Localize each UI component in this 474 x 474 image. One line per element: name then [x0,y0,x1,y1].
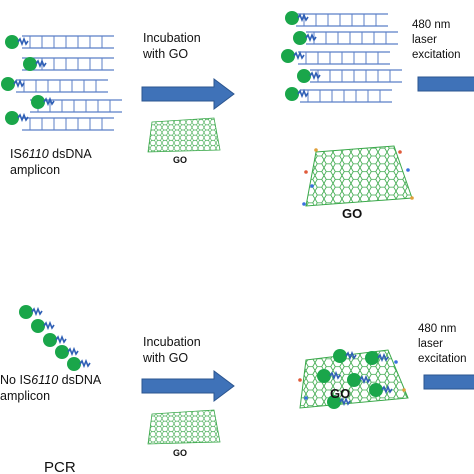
top-panel: IS6110 dsDNA amplicon Incubation with GO… [0,10,474,221]
no-amplicon-label-line2: amplicon [0,389,50,403]
laser-label-line2: laser [412,34,437,46]
graphene-oxide-sheet-icon [147,409,221,445]
pcr-label: PCR [44,459,76,474]
dsdna-ladder [297,51,391,65]
dsdna-ladder [305,31,399,45]
incubation-label-line1: Incubation [143,335,201,349]
amplicon-label-line2: amplicon [10,163,60,177]
right-arrow-icon [141,370,235,402]
dsdna-ladders-top [15,35,123,131]
dsdna-ladders-top-right [295,13,403,103]
fluorophore-probe-icon [292,30,317,46]
fluorophore-probe-icon [4,34,29,50]
no-amplicon-label-line1: No IS6110 dsDNA [0,373,102,387]
go-large-label: GO [342,206,362,221]
laser-label-line3: excitation [412,49,461,61]
dsdna-ladder [309,69,403,83]
dsdna-ladder [299,89,393,103]
fluorophore-probe-icon [284,86,309,102]
go-small-label: GO [173,155,187,165]
incubation-label-line2: with GO [142,47,188,61]
right-arrow-icon [417,68,474,100]
go-large-label: GO [330,386,350,401]
fluorophore-probe-icon [296,68,321,84]
right-arrow-icon [141,78,235,110]
probes-bottom-left [18,304,91,372]
bottom-panel: No IS6110 dsDNA amplicon Incubation with… [0,304,474,474]
laser-label-line1: 480 nm [412,19,450,31]
dsdna-ladder [21,117,115,131]
laser-label-line2: laser [418,338,443,350]
incubation-label-line2: with GO [142,351,188,365]
fluorophore-probe-icon [0,76,25,92]
fluorophore-probe-icon [66,356,91,372]
dsdna-ladder [21,35,115,49]
laser-label-line1: 480 nm [418,323,456,335]
graphene-oxide-sheet-icon [302,145,414,207]
laser-label-line3: excitation [418,353,467,365]
graphene-oxide-sheet-icon [147,117,221,153]
dsdna-ladder [15,79,109,93]
go-small-label: GO [173,448,187,458]
amplicon-label-line1: IS6110 dsDNA [10,147,92,161]
incubation-label-line1: Incubation [143,31,201,45]
fluorophore-probe-icon [42,332,67,348]
fluorophore-probe-icon [284,10,309,26]
probes-top-right [280,10,321,102]
dsdna-ladder [295,13,389,27]
fluorophore-probe-icon [4,110,29,126]
fluorophore-probe-icon [22,56,47,72]
fluorophore-probe-icon [30,318,55,334]
fluorophore-probe-icon [18,304,43,320]
fluorophore-probe-icon [54,344,79,360]
fluorophore-probe-icon [30,94,55,110]
fluorophore-probe-icon [280,48,305,64]
right-arrow-icon [423,366,474,398]
